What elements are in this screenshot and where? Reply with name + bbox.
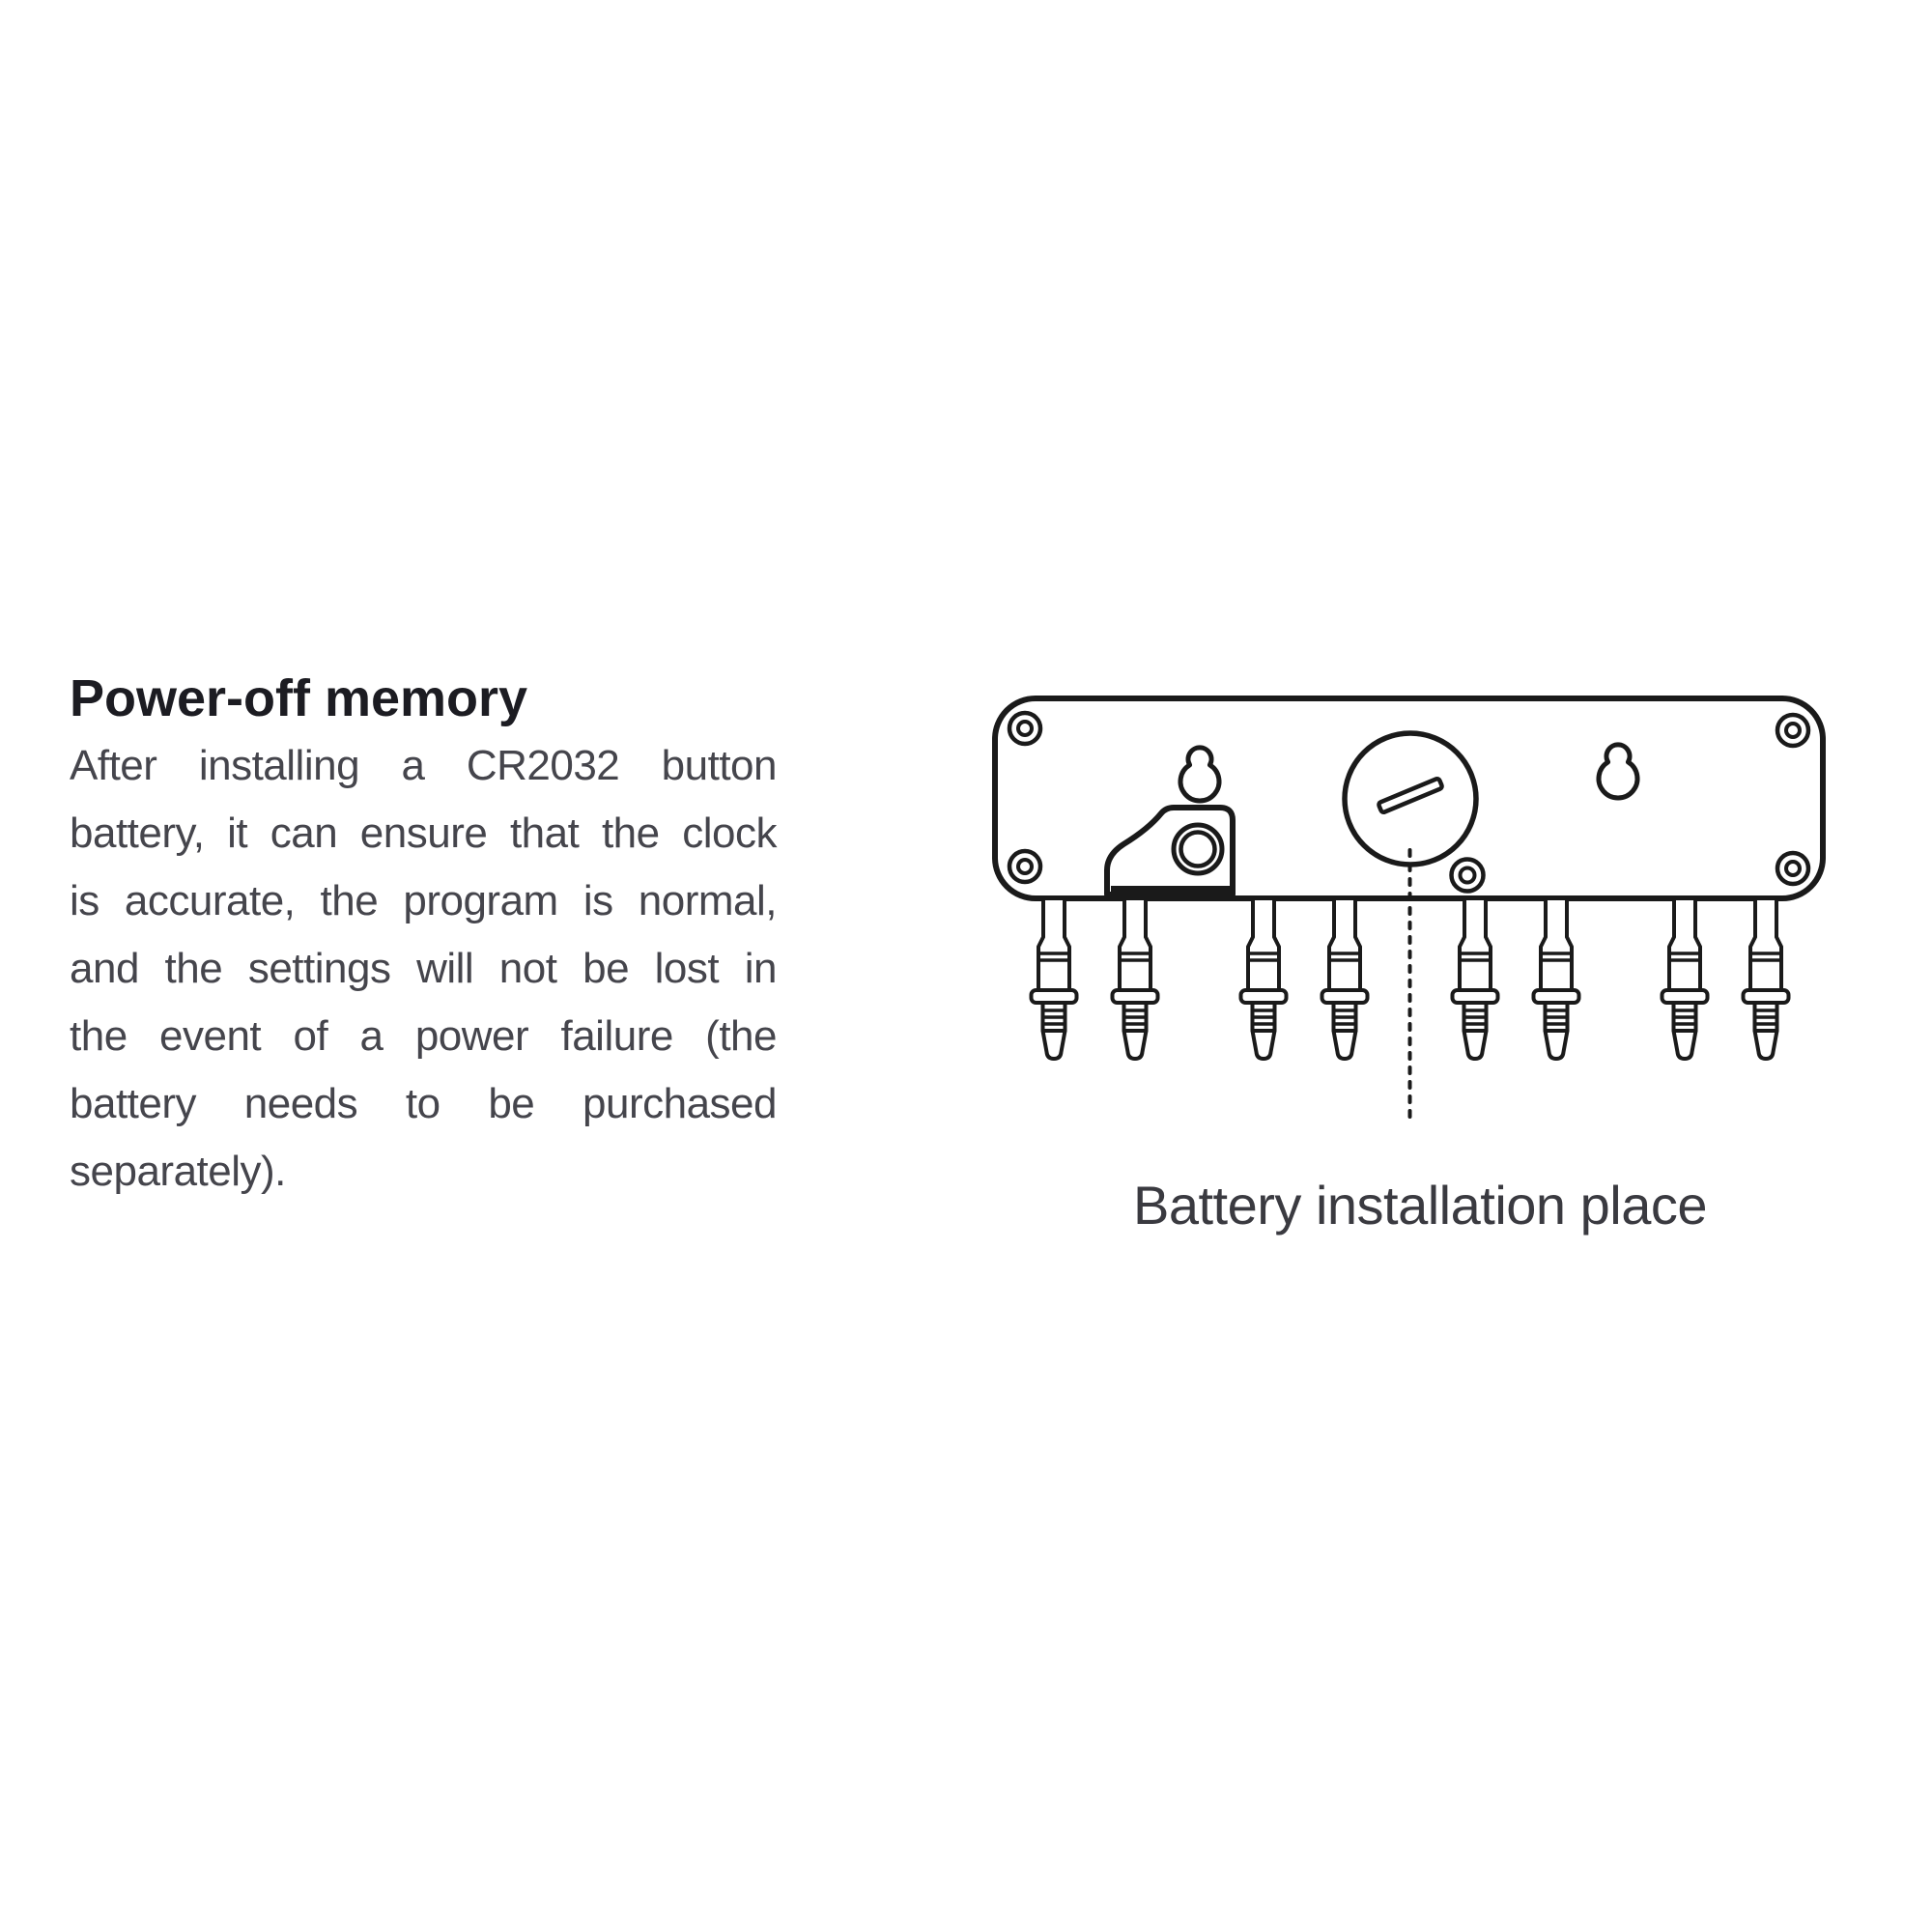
paragraph-line: battery needs to be purchased [70,1080,778,1127]
battery-cover-slot [1377,777,1444,814]
hose-barb-connector-6 [1531,898,1581,1061]
hose-barb-connector-4 [1320,898,1370,1061]
paragraph-line: battery, it can ensure that the clock [70,810,778,857]
section-heading: Power-off memory [70,669,528,727]
bracket-hole-inner [1179,830,1217,868]
corner-screw-top-left [1007,710,1043,747]
wall-mount-keyhole-left [1180,748,1219,801]
diagram-caption: Battery installation place [1132,1175,1708,1236]
hose-barb-connector-7 [1660,898,1710,1061]
hose-barb-connector-3 [1238,898,1289,1061]
bracket-hole-outer [1171,822,1225,876]
screw-near-battery-cover [1449,857,1486,894]
wall-mount-keyhole-right [1599,745,1637,798]
power-off-memory-section: Power-off memory After installing a CR20… [70,665,778,1206]
mounting-bracket-base [1111,886,1233,895]
paragraph-line: separately). [70,1148,286,1195]
corner-screw-bottom-right [1775,850,1811,887]
device-back-diagram [966,657,1855,1275]
hose-barb-connector-2 [1110,898,1160,1061]
paragraph-line: is accurate, the program is normal, [70,877,778,924]
hose-barb-connector-8 [1741,898,1791,1061]
corner-screw-top-right [1775,712,1811,749]
corner-screw-bottom-left [1007,848,1043,885]
paragraph-line: the event of a power failure (the [70,1012,778,1060]
paragraph-line: and the settings will not be lost in [70,945,778,992]
hose-barb-connector-5 [1450,898,1500,1061]
paragraph-line: After installing a CR2032 button [70,742,778,789]
hose-barb-connector-1 [1029,898,1079,1061]
